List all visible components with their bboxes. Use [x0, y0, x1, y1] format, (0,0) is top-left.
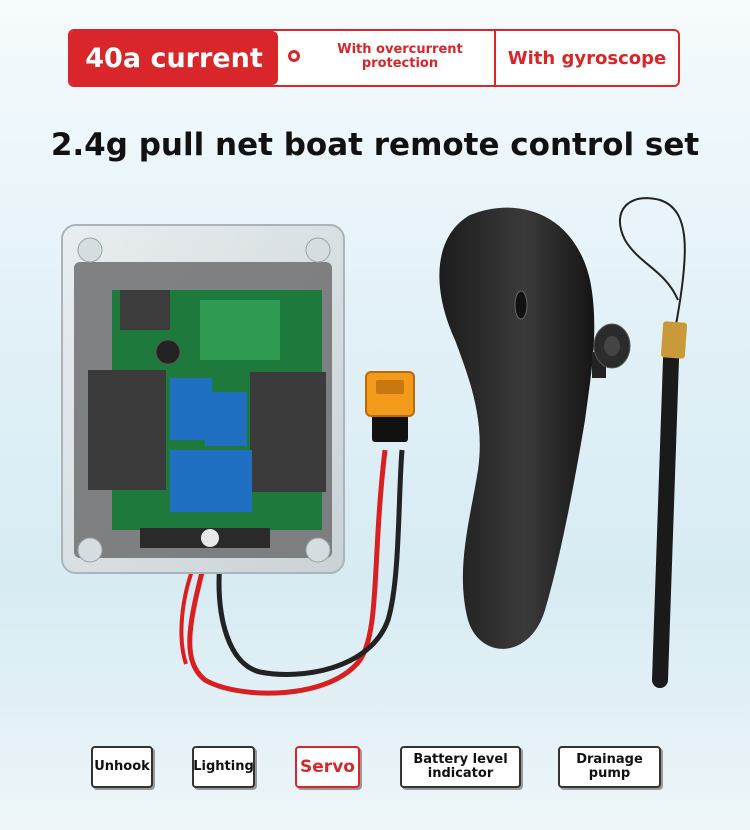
- current-rating-badge: 40a current: [70, 31, 278, 85]
- remote-transmitter: [439, 207, 631, 649]
- feature-tag-battery: Battery level indicator: [400, 746, 521, 788]
- bullet-ring-icon: [288, 50, 300, 62]
- antenna: [619, 197, 688, 688]
- page-title: 2.4g pull net boat remote control set: [50, 127, 700, 163]
- overcurrent-feature: With overcurrent protection: [278, 31, 496, 85]
- feature-tag-lighting: Lighting: [192, 746, 255, 788]
- overcurrent-label: With overcurrent protection: [337, 42, 463, 71]
- gyroscope-feature: With gyroscope: [507, 47, 667, 69]
- feature-tag-unhook: Unhook: [91, 746, 153, 788]
- feature-tag-drainage: Drainage pump: [558, 746, 661, 788]
- feature-banner: 40a current With overcurrent protection …: [68, 29, 680, 87]
- controller-box: [61, 224, 345, 574]
- feature-tag-servo: Servo: [295, 746, 360, 788]
- xt60-connector: [365, 371, 415, 442]
